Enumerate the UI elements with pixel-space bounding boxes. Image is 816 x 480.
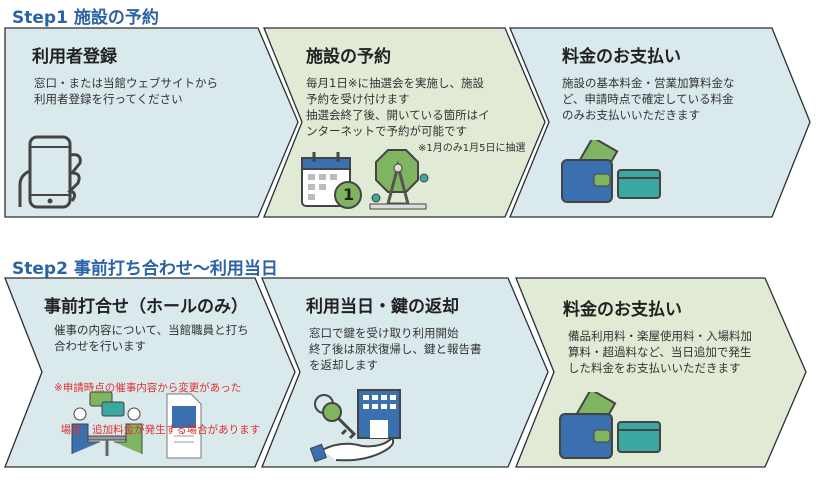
warning-line: ※申請時点の催事内容から変更があった	[54, 382, 242, 394]
card-body-payment-1: 施設の基本料金・営業加算料金な ど、申請時点で確定している料金 のみお支払いいた…	[562, 75, 735, 123]
step2-heading: Step2 事前打ち合わせ～利用当日	[12, 259, 278, 279]
card-body-usage-day: 窓口で鍵を受け取り利用開始 終了後は原状復帰し、鍵と報告書 を返却します	[309, 325, 482, 373]
body-line: 合わせを行います	[54, 339, 146, 353]
body-line: 利用者登録を行ってください	[34, 92, 183, 106]
chevron-user-registration	[4, 27, 299, 218]
calendar-icon	[301, 152, 362, 209]
body-line: ど、申請時点で確定している料金	[562, 92, 734, 106]
body-line: 催事の内容について、当館職員と打ち	[54, 323, 249, 337]
body-line: 抽選会終了後、開いている箇所はイ	[306, 108, 490, 122]
key-building-hand-icon	[310, 389, 401, 463]
card-title-user-registration: 利用者登録	[32, 47, 117, 67]
card-title-pre-meeting: 事前打合せ（ホールのみ）	[44, 297, 248, 317]
body-line: 算料・超過料など、当日追加で発生	[568, 345, 752, 359]
lottery-date-note: ※1月のみ1月5日に抽選	[418, 143, 526, 154]
body-line: 毎月1日※に抽選会を実施し、施設	[306, 76, 484, 90]
body-line: 施設の基本料金・営業加算料金な	[562, 76, 735, 90]
body-line: 窓口で鍵を受け取り利用開始	[309, 326, 459, 340]
calendar-day-number: 1	[343, 185, 355, 204]
card-body-pre-meeting: 催事の内容について、当館職員と打ち 合わせを行います	[54, 322, 249, 354]
warning-line: 場合、追加料金が発生する場合があります	[54, 424, 261, 436]
lottery-machine-icon	[369, 149, 429, 210]
card-body-user-registration: 窓口・または当館ウェブサイトから 利用者登録を行ってください	[34, 75, 218, 107]
card-title-usage-day: 利用当日・鍵の返却	[306, 297, 459, 317]
smartphone-hand-icon	[18, 135, 82, 209]
card-body-facility-reservation: 毎月1日※に抽選会を実施し、施設 予約を受け付けます 抽選会終了後、開いている箇…	[306, 75, 490, 139]
body-line: を返却します	[309, 358, 378, 372]
card-title-facility-reservation: 施設の予約	[306, 47, 391, 67]
body-line: 終了後は原状復帰し、鍵と報告書	[309, 342, 482, 356]
body-line: ンターネットで予約が可能です	[306, 124, 467, 138]
body-line: した料金をお支払いいただきます	[568, 361, 741, 375]
meeting-people-icon	[71, 391, 202, 459]
body-line: 予約を受け付けます	[306, 92, 410, 106]
card-body-payment-2: 備品利用料・楽屋使用料・入場料加 算料・超過料など、当日追加で発生 した料金をお…	[568, 328, 752, 376]
body-line: 窓口・または当館ウェブサイトから	[34, 76, 218, 90]
step1-heading: Step1 施設の予約	[12, 8, 159, 28]
card-title-payment-1: 料金のお支払い	[562, 47, 681, 67]
wallet-card-icon	[561, 140, 661, 203]
body-line: 備品利用料・楽屋使用料・入場料加	[568, 329, 752, 343]
wallet-card-icon	[559, 392, 661, 459]
additional-fee-warning: ※申請時点の催事内容から変更があった 場合、追加料金が発生する場合があります	[54, 353, 260, 465]
card-title-payment-2: 料金のお支払い	[563, 300, 682, 320]
body-line: のみお支払いいただきます	[562, 108, 700, 122]
